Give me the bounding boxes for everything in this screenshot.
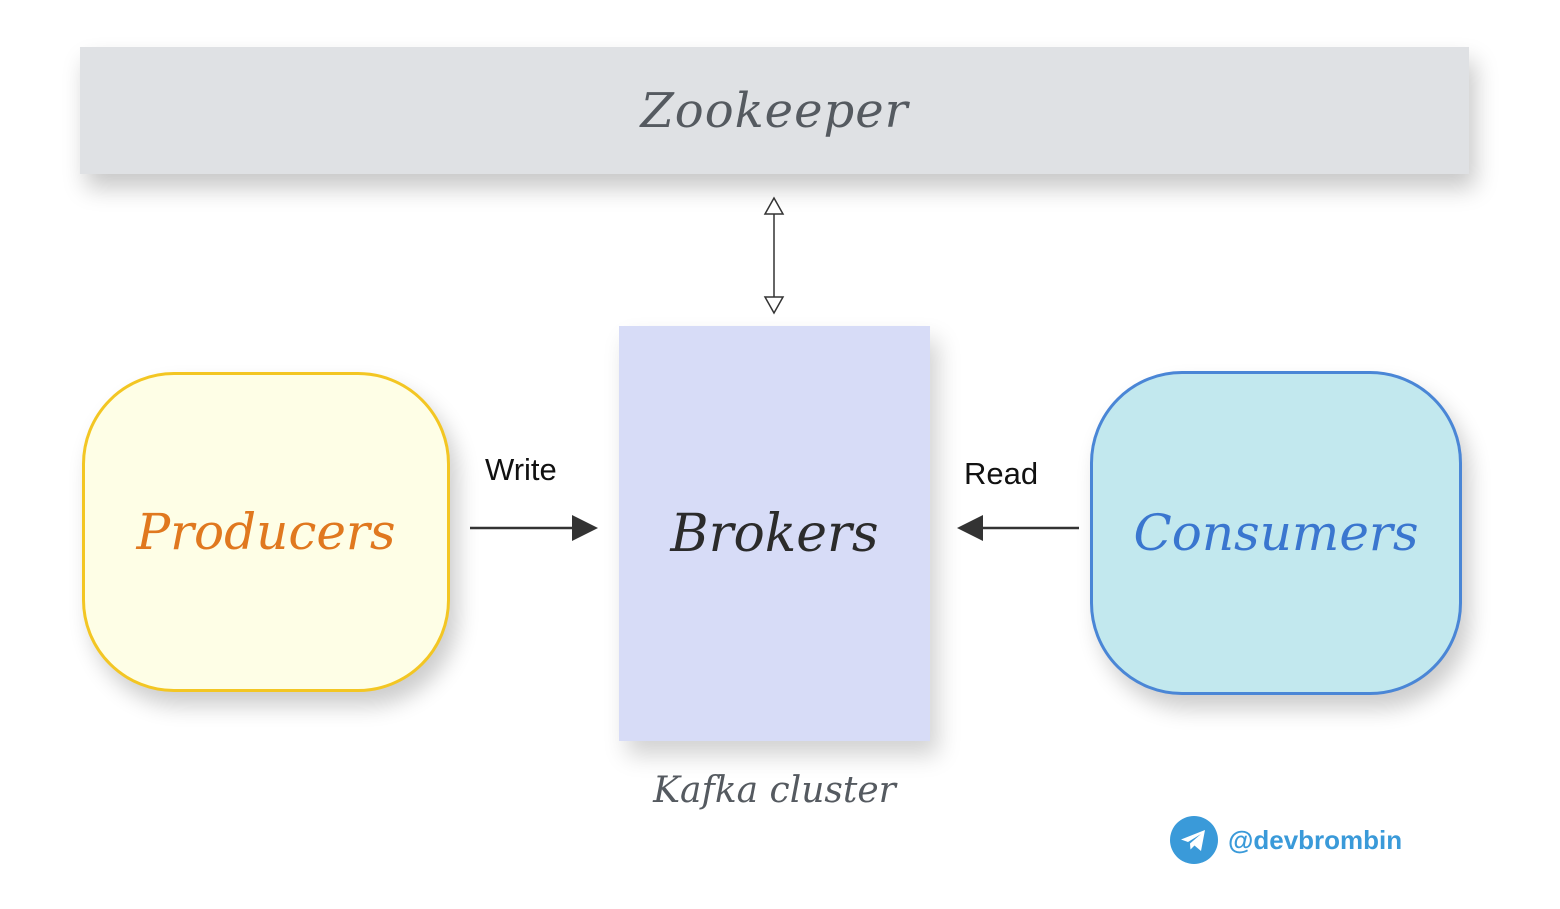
- consumers-node: Consumers: [1090, 371, 1462, 695]
- telegram-icon: [1170, 816, 1218, 864]
- write-edge-label: Write: [485, 452, 557, 487]
- read-edge-label: Read: [964, 456, 1039, 491]
- producers-node: Producers: [82, 372, 450, 692]
- brokers-node: Brokers: [619, 326, 930, 741]
- zookeeper-node: Zookeeper: [80, 47, 1469, 174]
- watermark: @devbrombin: [1170, 816, 1402, 864]
- kafka-cluster-caption: Kafka cluster: [653, 770, 896, 811]
- brokers-label: Brokers: [670, 503, 879, 564]
- producers-label: Producers: [136, 503, 396, 561]
- write-arrow: [470, 515, 598, 541]
- zookeeper-label: Zookeeper: [640, 82, 909, 139]
- zookeeper-brokers-arrow: [763, 196, 785, 315]
- consumers-label: Consumers: [1133, 504, 1419, 562]
- watermark-handle: @devbrombin: [1228, 824, 1403, 855]
- read-arrow: [957, 515, 1079, 541]
